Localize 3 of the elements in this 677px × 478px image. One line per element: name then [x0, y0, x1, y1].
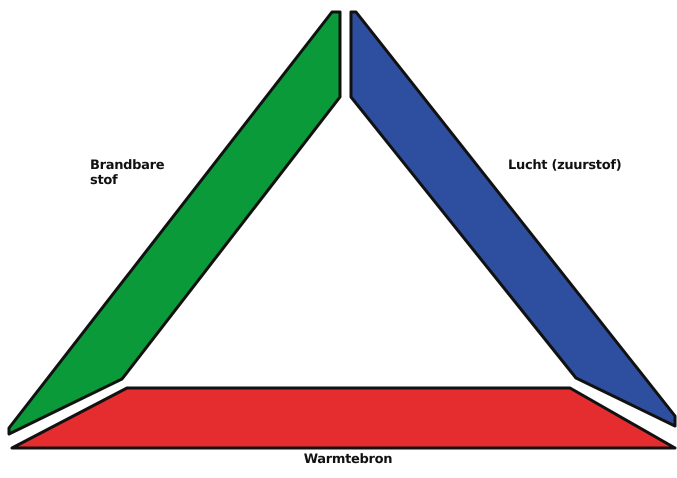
side-label: Brandbare stof: [90, 158, 166, 188]
side-label: Warmtebron: [302, 452, 394, 467]
side-label: Lucht (zuurstof): [508, 158, 622, 173]
